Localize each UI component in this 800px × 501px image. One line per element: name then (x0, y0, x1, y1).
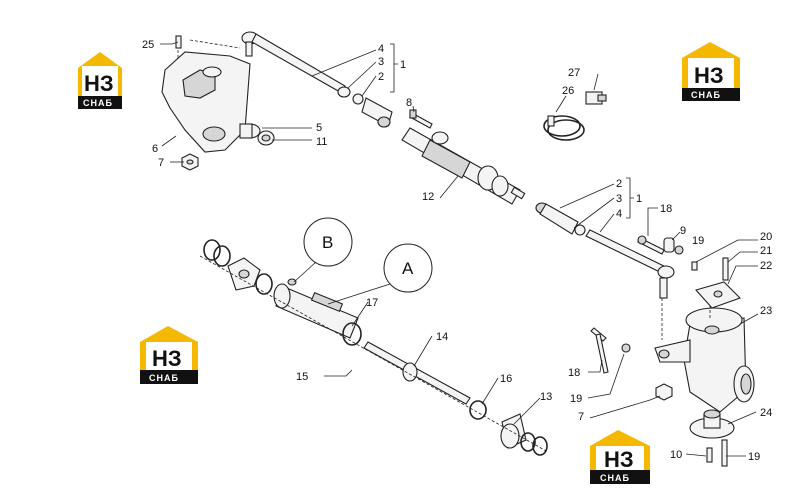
logo-top-right: НЗ СНАБ (682, 42, 740, 101)
callout-10: 10 (670, 449, 682, 461)
bolt-25 (175, 35, 182, 49)
logo-top-left: НЗ СНАБ (78, 52, 122, 109)
callout-7: 7 (578, 411, 584, 423)
detail-label-b: B (322, 233, 333, 252)
nut-7-lower (655, 383, 673, 401)
callout-labels: 25 4 3 2 1 8 5 11 6 7 12 27 26 2 3 4 1 1… (142, 39, 772, 463)
ring-16 (469, 400, 487, 420)
steering-knuckle-right-23 (654, 298, 755, 413)
callout-7: 7 (158, 157, 164, 169)
steering-knuckle-left (161, 39, 251, 153)
tie-rod-lower (535, 202, 675, 299)
king-pin-housing (273, 278, 359, 339)
bolt-8 (409, 109, 433, 129)
callout-19: 19 (692, 235, 704, 247)
callout-4: 4 (378, 43, 384, 55)
bolt-21 (722, 257, 729, 281)
cap-22 (695, 281, 742, 309)
callout-9: 9 (680, 225, 686, 237)
callout-1: 1 (636, 193, 642, 205)
logo-mark: НЗ (694, 63, 724, 88)
logo-bottom-mid: НЗ СНАБ (590, 430, 650, 484)
nut-19-lower (621, 343, 631, 353)
sensor-27 (585, 91, 607, 105)
callout-2: 2 (616, 178, 622, 190)
ring-17 (342, 322, 362, 346)
callout-24: 24 (760, 407, 772, 419)
detail-label-a: A (402, 259, 414, 278)
bolt-10 (706, 447, 713, 463)
bolt-19-bottom (721, 439, 728, 467)
callout-19: 19 (570, 393, 582, 405)
bushing-9 (663, 237, 675, 253)
callout-21: 21 (760, 245, 772, 257)
bushing-13 (500, 413, 548, 456)
callout-12: 12 (422, 191, 434, 203)
bushing-5 (239, 123, 261, 139)
logo-mark: НЗ (84, 71, 114, 96)
callout-25: 25 (142, 39, 154, 51)
logo-mark: НЗ (152, 346, 182, 371)
callout-27: 27 (568, 67, 580, 79)
flange-24 (689, 409, 735, 439)
callout-18: 18 (568, 367, 580, 379)
steering-cylinder-12 (401, 127, 526, 205)
logo-banner: СНАБ (691, 90, 721, 100)
callout-3: 3 (378, 56, 384, 68)
callout-13: 13 (540, 391, 552, 403)
callout-16: 16 (500, 373, 512, 385)
detail-circle-b: B (293, 217, 353, 283)
shaft-14 (363, 341, 471, 405)
detail-circle-a: A (327, 243, 433, 305)
nut-19-upper (674, 245, 684, 255)
tie-rod-upper (241, 31, 393, 128)
callout-3: 3 (616, 193, 622, 205)
callout-19: 19 (748, 451, 760, 463)
callout-1: 1 (400, 59, 406, 71)
callout-2: 2 (378, 71, 384, 83)
logo-banner: СНАБ (149, 373, 179, 383)
o-rings-left (203, 239, 231, 267)
flange-plate (227, 257, 261, 291)
logo-mark: НЗ (604, 447, 634, 472)
callout-20: 20 (760, 231, 772, 243)
grease-fitting-20 (691, 261, 698, 271)
callout-23: 23 (760, 305, 772, 317)
bolt-18-lower (590, 327, 609, 374)
logo-banner: СНАБ (600, 473, 630, 483)
callout-15: 15 (296, 371, 308, 383)
logo-banner: СНАБ (83, 98, 113, 108)
ring-11 (257, 130, 275, 146)
callout-17: 17 (366, 297, 378, 309)
bolt-18-upper (637, 235, 665, 255)
leader-lines (160, 41, 759, 457)
callout-6: 6 (152, 143, 158, 155)
o-ring-mid (255, 273, 273, 295)
callout-5: 5 (316, 122, 322, 134)
logo-mid-left: НЗ СНАБ (140, 326, 198, 384)
callout-26: 26 (562, 85, 574, 97)
callout-22: 22 (760, 260, 772, 272)
callout-11: 11 (316, 136, 327, 148)
hose-clamp-26 (543, 115, 585, 141)
callout-8: 8 (406, 97, 412, 109)
callout-18: 18 (660, 203, 672, 215)
nut-7-top (181, 153, 199, 171)
callout-14: 14 (436, 331, 448, 343)
callout-4: 4 (616, 208, 622, 220)
